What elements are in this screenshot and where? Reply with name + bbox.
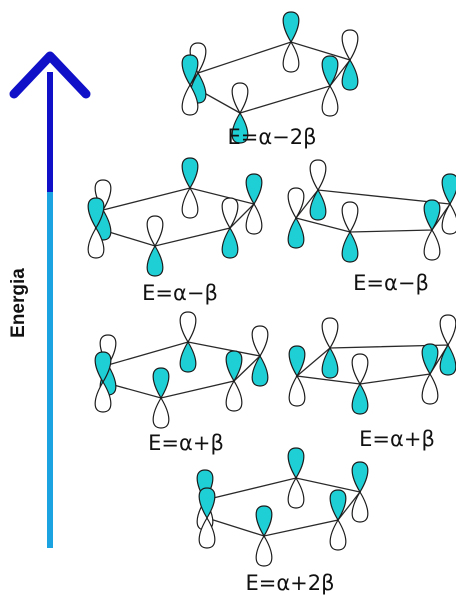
p-orbital-lobe-top xyxy=(321,55,339,88)
p-orbital-lobe-top xyxy=(87,197,105,230)
energy-label-psi3: E=α+β xyxy=(359,427,435,451)
p-orbital-lobe-top xyxy=(255,505,273,538)
orbital-psi5 xyxy=(287,159,456,263)
p-orbital-lobe-bottom xyxy=(351,490,369,523)
p-orbital-lobe-top xyxy=(179,311,197,344)
energy-label-psi1: E=α+2β xyxy=(245,571,334,595)
p-orbital-lobe-top xyxy=(245,173,263,206)
p-orbital-lobe-top xyxy=(198,487,216,520)
p-orbital-lobe-bottom xyxy=(351,382,369,415)
p-orbital-lobe-bottom xyxy=(282,40,300,73)
p-orbital-lobe-bottom xyxy=(287,216,305,249)
p-orbital-lobe-top xyxy=(231,82,249,115)
p-orbital-lobe-bottom xyxy=(321,346,339,379)
orbital-psi3 xyxy=(288,314,456,415)
p-orbital-lobe-top xyxy=(287,447,305,480)
p-orbital-lobe-bottom xyxy=(251,354,269,387)
p-orbital-lobe-bottom xyxy=(146,244,164,277)
p-orbital-lobe-top xyxy=(329,489,347,522)
p-orbital-lobe-bottom xyxy=(94,380,112,413)
orbital-psi6 xyxy=(181,11,359,144)
p-orbital-lobe-bottom xyxy=(179,340,197,373)
p-orbital-lobe-bottom xyxy=(87,226,105,259)
p-orbital-lobe-bottom xyxy=(221,226,239,259)
p-orbital-lobe-bottom xyxy=(309,188,327,221)
energy-arrow-head-icon xyxy=(9,51,91,99)
energy-axis-label: Energia xyxy=(8,268,29,338)
p-orbital-lobe-bottom xyxy=(287,476,305,509)
ring-psi3 xyxy=(295,344,450,385)
p-orbital-lobe-bottom xyxy=(181,186,199,219)
p-orbital-lobe-top xyxy=(251,325,269,358)
p-orbital-lobe-top xyxy=(321,317,339,350)
orbital-psi2 xyxy=(94,311,269,429)
p-orbital-lobe-top xyxy=(341,201,359,234)
p-orbital-lobe-top xyxy=(225,350,243,383)
p-orbital-lobe-top xyxy=(152,367,170,400)
p-orbital-lobe-top xyxy=(94,351,112,384)
p-orbital-lobe-bottom xyxy=(225,379,243,412)
p-orbital-lobe-top xyxy=(309,159,327,192)
p-orbital-lobe-bottom xyxy=(341,230,359,263)
energy-label-psi2: E=α+β xyxy=(148,431,224,455)
p-orbital-lobe-top xyxy=(421,343,439,376)
p-orbital-lobe-bottom xyxy=(439,343,456,376)
p-orbital-lobe-bottom xyxy=(321,84,339,117)
p-orbital-lobe-bottom xyxy=(441,202,456,235)
p-orbital-lobe-bottom xyxy=(329,518,347,551)
p-orbital-lobe-top xyxy=(282,11,300,44)
p-orbital-lobe-bottom xyxy=(198,516,216,549)
p-orbital-lobe-bottom xyxy=(181,83,199,116)
p-orbital-lobe-top xyxy=(221,197,239,230)
p-orbital-lobe-top xyxy=(146,215,164,248)
ring-psi5 xyxy=(294,189,452,233)
molecular-orbitals xyxy=(87,11,456,567)
p-orbital-lobe-bottom xyxy=(255,534,273,567)
p-orbital-lobe-top xyxy=(439,314,456,347)
p-orbital-lobe-bottom xyxy=(421,372,439,405)
p-orbital-lobe-top xyxy=(351,353,369,386)
p-orbital-lobe-top xyxy=(423,199,441,232)
p-orbital-lobe-bottom xyxy=(152,396,170,429)
p-orbital-lobe-bottom xyxy=(288,374,306,407)
p-orbital-lobe-bottom xyxy=(423,228,441,261)
p-orbital-lobe-top xyxy=(181,54,199,87)
p-orbital-lobe-bottom xyxy=(341,58,359,91)
energy-axis: Energia xyxy=(8,51,91,548)
orbital-psi1 xyxy=(196,447,369,567)
p-orbital-lobe-top xyxy=(181,157,199,190)
p-orbital-lobe-top xyxy=(287,187,305,220)
p-orbital-lobe-top xyxy=(288,345,306,378)
energy-label-psi6: E=α−2β xyxy=(227,125,316,149)
energy-label-psi5: E=α−β xyxy=(353,271,429,295)
energy-label-psi4: E=α−β xyxy=(142,281,218,305)
p-orbital-lobe-bottom xyxy=(245,202,263,235)
orbital-psi4 xyxy=(87,157,263,277)
p-orbital-lobe-bottom xyxy=(231,111,249,144)
p-orbital-lobe-top xyxy=(441,173,456,206)
p-orbital-lobe-top xyxy=(341,29,359,62)
p-orbital-lobe-top xyxy=(351,461,369,494)
